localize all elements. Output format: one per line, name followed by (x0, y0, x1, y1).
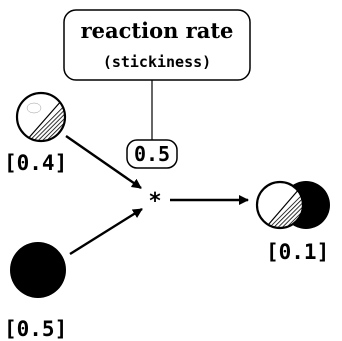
reactant-b-black-sphere-icon (10, 242, 66, 298)
product-pair-icon (255, 180, 330, 230)
reactant-a-quantity: [0.4] (4, 151, 67, 175)
rate-box-subtitle: (stickiness) (103, 53, 211, 71)
rate-box-title: reaction rate (81, 18, 234, 43)
rate-value-text: 0.5 (134, 142, 170, 166)
arrow-b-to-operator (69, 207, 143, 256)
reactant-b-quantity: [0.5] (4, 317, 67, 341)
product-quantity: [0.1] (266, 240, 329, 264)
operator-star-icon: * (149, 189, 161, 214)
arrow-a-to-operator (65, 135, 142, 189)
rate-value-bubble: 0.5 (126, 139, 178, 169)
reactant-a-striped-sphere-icon (15, 91, 67, 143)
reaction-rate-box: reaction rate (stickiness) (63, 9, 251, 81)
